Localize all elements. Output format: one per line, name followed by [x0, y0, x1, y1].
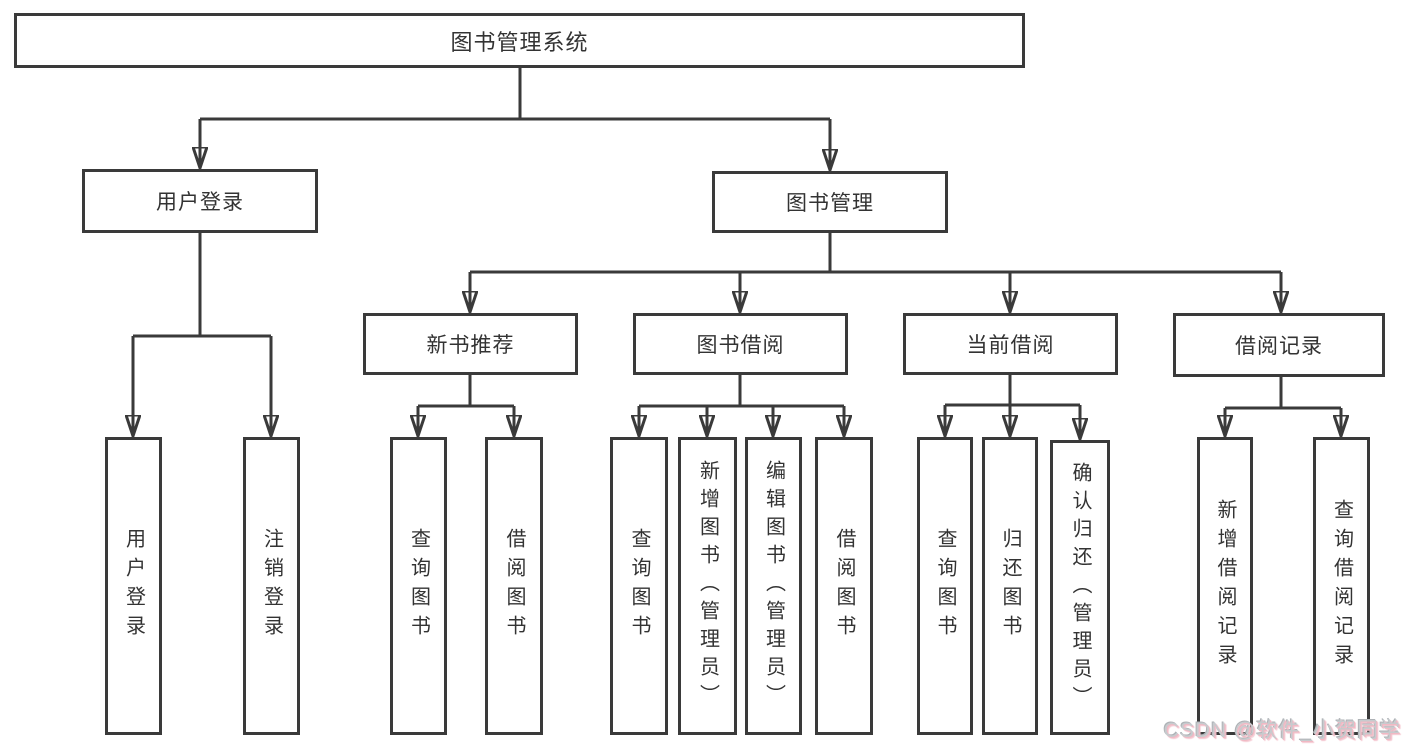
node-leaf-query-borrow-record: 查询借阅记录 [1313, 437, 1370, 735]
node-leaf-borrow-books-2: 借阅图书 [815, 437, 873, 735]
node-leaf-logout: 注销登录 [243, 437, 300, 735]
node-leaf-edit-books-admin: 编辑图书（管理员） [745, 437, 802, 735]
connector-book-management-to-level3 [470, 233, 1281, 312]
node-leaf-query-books: 查询图书 [390, 437, 447, 735]
connector-book-borrow-children [639, 375, 844, 436]
node-leaf-confirm-return-admin: 确认归还（管理员） [1050, 440, 1110, 735]
node-leaf-add-borrow-record: 新增借阅记录 [1197, 437, 1253, 735]
connector-borrow-records-children [1225, 377, 1341, 436]
node-leaf-query-books-2: 查询图书 [610, 437, 668, 735]
node-leaf-return-books: 归还图书 [982, 437, 1038, 735]
connector-user-login-children [133, 233, 271, 436]
node-book-management: 图书管理 [712, 171, 948, 233]
connector-root-to-level2 [200, 68, 830, 170]
node-leaf-query-books-3: 查询图书 [917, 437, 973, 735]
node-leaf-user-login: 用户登录 [105, 437, 162, 735]
node-borrow-records: 借阅记录 [1173, 313, 1385, 377]
node-user-login: 用户登录 [82, 169, 318, 233]
node-library-management-system: 图书管理系统 [14, 13, 1025, 68]
node-leaf-add-books-admin: 新增图书（管理员） [678, 437, 737, 735]
node-new-book-recommend: 新书推荐 [363, 313, 578, 375]
connector-new-book-children [418, 375, 514, 436]
node-book-borrow: 图书借阅 [633, 313, 848, 375]
node-leaf-borrow-books: 借阅图书 [485, 437, 543, 735]
connector-current-borrow-children [945, 375, 1080, 439]
csdn-watermark: CSDN @软件_小贺同学 [1163, 719, 1401, 742]
node-current-borrow: 当前借阅 [903, 313, 1118, 375]
